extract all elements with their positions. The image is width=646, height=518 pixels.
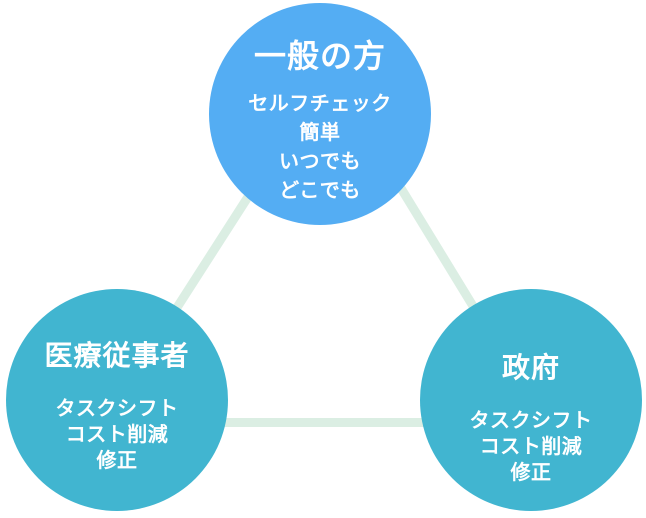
- node-item: 修正: [510, 460, 552, 484]
- node-general-public-items: セルフチェック 簡単 いつでも どこでも: [209, 89, 431, 205]
- node-item: いつでも: [279, 149, 361, 173]
- node-government-title: 政府: [501, 351, 560, 384]
- node-government-items: タスクシフト コスト削減 修正: [420, 407, 642, 485]
- node-medical-workers-title: 医療従事者: [44, 339, 190, 372]
- node-item: 簡単: [299, 120, 341, 144]
- node-medical-workers-items: タスクシフト コスト削減 修正: [6, 395, 228, 473]
- node-item: コスト削減: [479, 434, 583, 458]
- node-medical-workers: 医療従事者 タスクシフト コスト削減 修正: [6, 289, 228, 511]
- node-government: 政府 タスクシフト コスト削減 修正: [420, 289, 642, 511]
- node-item: 修正: [96, 448, 138, 472]
- node-item: タスクシフト: [55, 396, 179, 420]
- node-item: コスト削減: [65, 422, 169, 446]
- node-general-public-title: 一般の方: [253, 37, 386, 75]
- node-item: どこでも: [279, 178, 361, 202]
- node-item: セルフチェック: [248, 91, 392, 115]
- node-item: タスクシフト: [469, 408, 593, 432]
- node-general-public: 一般の方 セルフチェック 簡単 いつでも どこでも: [209, 3, 431, 225]
